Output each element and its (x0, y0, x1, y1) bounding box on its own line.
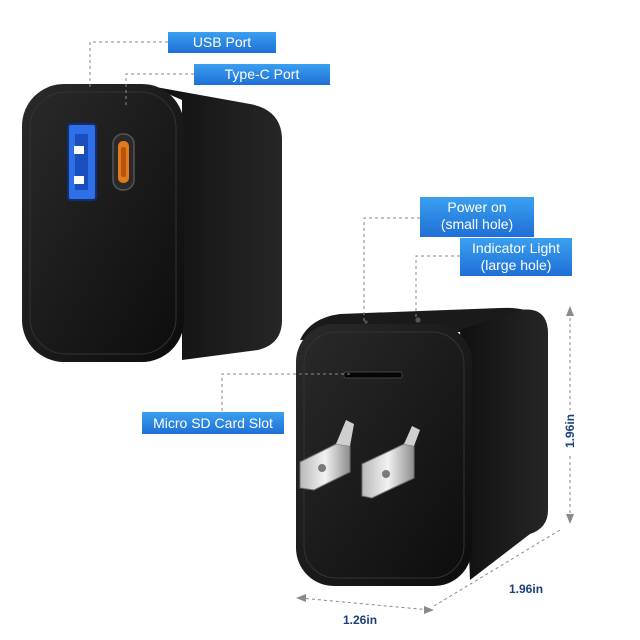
depth-dimension-label: 1.96in (506, 582, 547, 596)
power-on-line1: Power on (447, 199, 507, 215)
micro-sd-label: Micro SD Card Slot (142, 412, 284, 434)
indicator-light-line2: (large hole) (480, 257, 552, 273)
plug-prong-left (299, 420, 354, 491)
charger-right-face (460, 309, 548, 580)
charger-front-face (22, 84, 184, 362)
callout-leaders (89, 41, 460, 414)
micro-sd-slot (343, 371, 403, 379)
indicator-light-hole (415, 317, 421, 323)
indicator-light-line1: Indicator Light (472, 240, 560, 256)
height-dimension-label: 1.96in (556, 410, 584, 454)
type-c-port-label: Type-C Port (194, 64, 330, 85)
dimension-arrows (296, 306, 574, 614)
usb-port-label: USB Port (168, 32, 276, 53)
height-dimension-text: 1.96in (563, 413, 577, 449)
power-on-label: Power on (small hole) (420, 197, 534, 237)
plug-prong-right (361, 426, 420, 499)
indicator-light-label: Indicator Light (large hole) (460, 238, 572, 276)
charger-front-view (22, 84, 282, 362)
usb-port (67, 123, 97, 201)
width-dimension-label: 1.26in (340, 613, 381, 627)
power-on-hole (364, 320, 368, 324)
power-on-line2: (small hole) (440, 216, 514, 232)
type-c-port (112, 133, 135, 191)
charger-plug-view (296, 307, 548, 586)
